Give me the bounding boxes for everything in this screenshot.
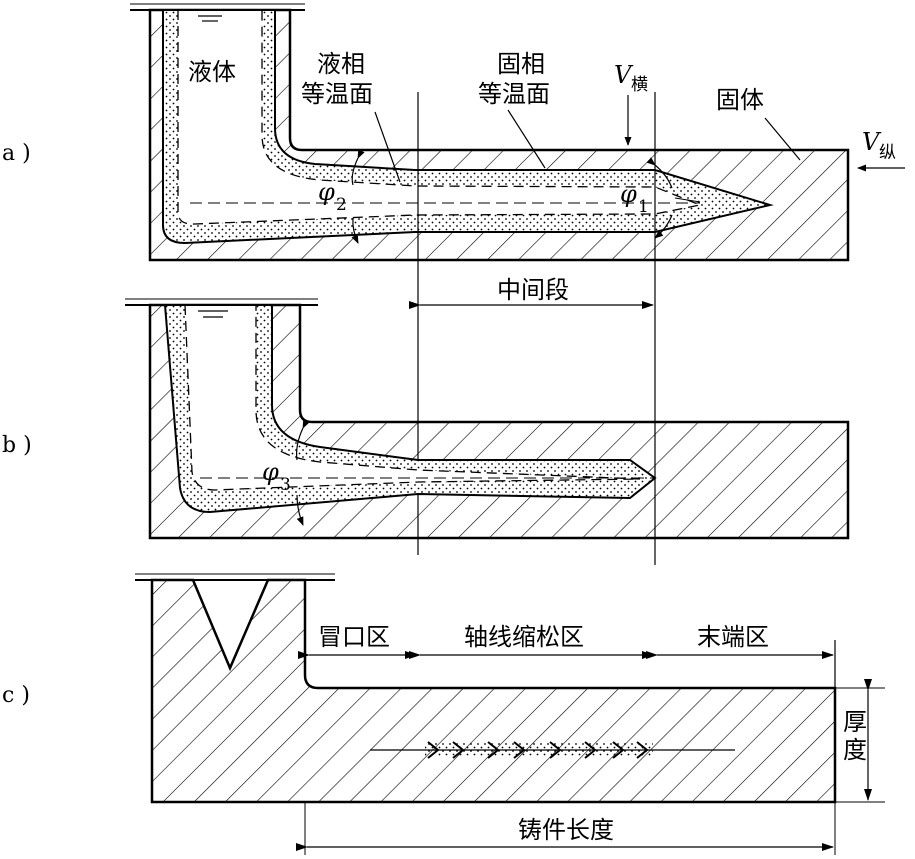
label-v-cross-sub: 横 [631, 75, 648, 95]
label-v-long: V [862, 128, 882, 156]
label-axial-porosity-zone: 轴线缩松区 [464, 623, 584, 651]
panel-tag-c: c ) [2, 683, 30, 708]
label-solidus-1: 固相 [497, 50, 545, 78]
label-riser-zone: 冒口区 [318, 623, 390, 651]
panel-c: 冒口区 轴线缩松区 末端区 厚 度 铸件长度 c ) [2, 573, 885, 855]
porosity-band [425, 743, 653, 757]
label-phi1-sub: 1 [638, 197, 649, 217]
porosity-marks [427, 741, 649, 759]
label-solidus-2: 等温面 [478, 80, 550, 108]
panel-tag-b: b ) [2, 433, 32, 458]
label-phi3: φ [262, 458, 279, 486]
panel-tag-a: a ) [2, 141, 31, 166]
label-liquid: 液体 [188, 58, 236, 86]
label-thickness-2: 度 [843, 736, 867, 764]
label-liquidus-1: 液相 [317, 50, 365, 78]
label-liquidus-2: 等温面 [301, 80, 373, 108]
label-solid: 固体 [716, 86, 764, 114]
label-phi1: φ [620, 180, 637, 208]
panel-b: φ 3 b ) [2, 298, 850, 540]
label-thickness-1: 厚 [843, 708, 867, 736]
label-phi3-sub: 3 [280, 475, 291, 495]
label-casting-length: 铸件长度 [518, 816, 614, 844]
liquid-core-b [184, 304, 641, 491]
label-v-long-sub: 纵 [879, 143, 896, 163]
mold-body-c [150, 578, 837, 804]
label-phi2: φ [318, 178, 335, 206]
panel-a: 液体 液相 等温面 固相 等温面 V 横 固体 V 纵 φ 2 φ 1 a ) [2, 3, 905, 262]
label-middle-section: 中间段 [497, 276, 569, 304]
label-v-cross: V [614, 61, 634, 89]
label-phi2-sub: 2 [336, 195, 347, 215]
label-end-zone: 末端区 [697, 623, 769, 651]
